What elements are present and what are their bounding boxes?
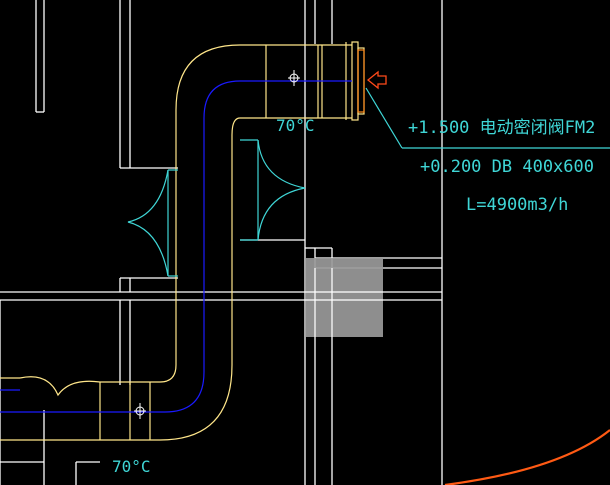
annotation-duct-size: +0.200 DB 400x600: [420, 157, 594, 177]
leader-line: [365, 87, 610, 149]
duct-centerline: [0, 80, 352, 413]
door-swings: [127, 139, 306, 277]
boundary-curve: [444, 429, 610, 485]
damper-symbol-bottom: [134, 403, 146, 419]
temperature-label-bottom: 70°C: [112, 457, 151, 476]
annotation-valve: +1.500 电动密闭阀FM2: [408, 118, 595, 138]
arrow-icon: [366, 70, 387, 90]
duct: [0, 41, 365, 441]
annotation-airflow: L=4900m3/h: [466, 195, 568, 215]
selection-grip[interactable]: [306, 258, 383, 337]
damper-symbol-top: [288, 70, 300, 86]
temperature-label-top: 70°C: [276, 116, 315, 135]
valve-body: [357, 49, 365, 113]
